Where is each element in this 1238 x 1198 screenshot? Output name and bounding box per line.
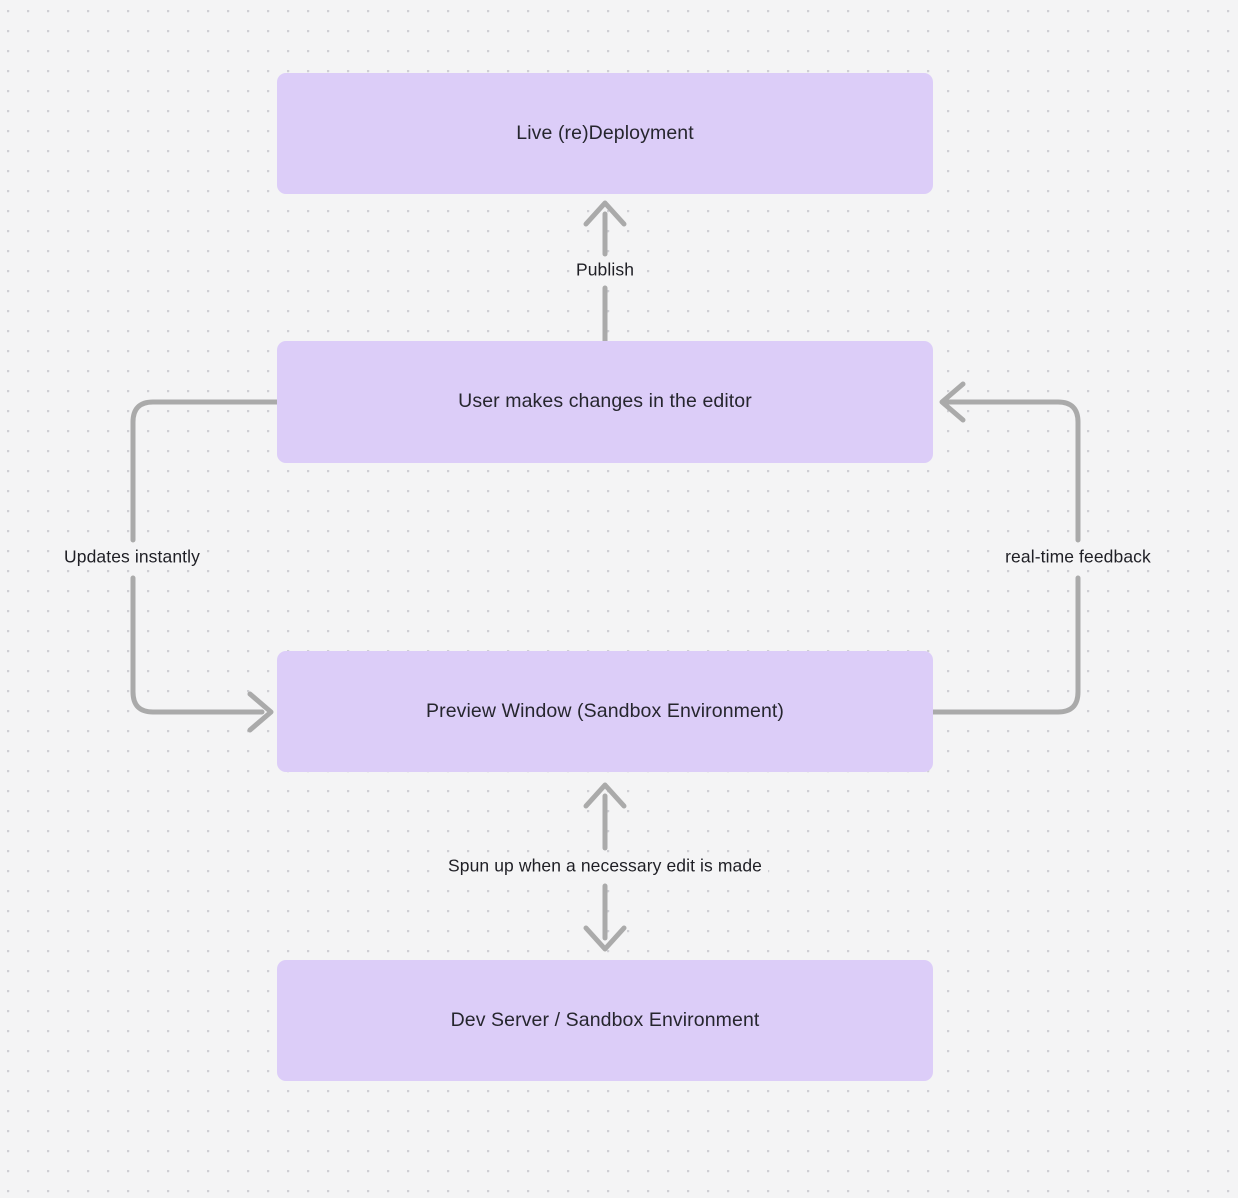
node-label: User makes changes in the editor bbox=[458, 390, 752, 413]
node-label: Dev Server / Sandbox Environment bbox=[450, 1008, 760, 1031]
node-label: Preview Window (Sandbox Environment) bbox=[426, 699, 784, 722]
edge-label-publish: Publish bbox=[569, 257, 641, 283]
edge-label-real-time-feedback: real-time feedback bbox=[999, 544, 1157, 570]
node-dev-server[interactable]: Dev Server / Sandbox Environment bbox=[277, 960, 933, 1081]
node-live-deployment[interactable]: Live (re)Deployment bbox=[277, 73, 933, 194]
node-preview-window[interactable]: Preview Window (Sandbox Environment) bbox=[277, 651, 933, 772]
edge-label-updates-instantly: Updates instantly bbox=[58, 544, 206, 570]
node-label: Live (re)Deployment bbox=[516, 121, 694, 144]
node-user-edits[interactable]: User makes changes in the editor bbox=[277, 341, 933, 463]
edge-label-spun-up: Spun up when a necessary edit is made bbox=[441, 853, 769, 879]
